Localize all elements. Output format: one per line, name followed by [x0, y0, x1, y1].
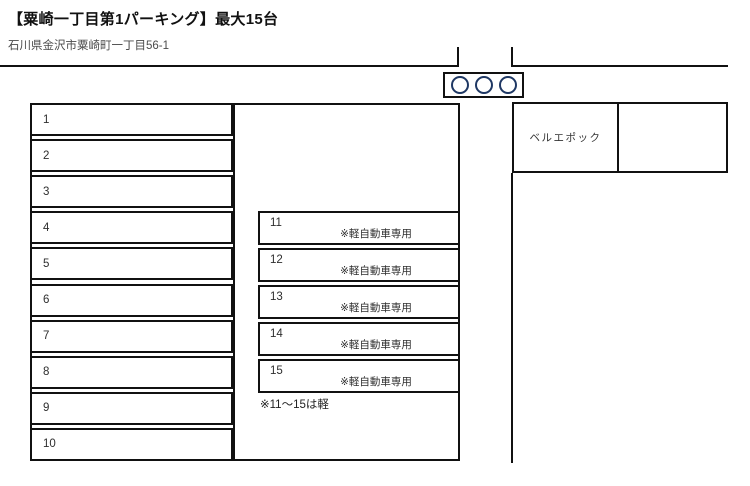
- kei-space-number: 15: [270, 365, 283, 377]
- traffic-light-lamp-icon: [498, 76, 517, 94]
- building-block: ベルエポック: [512, 102, 728, 173]
- parking-space: 7: [30, 319, 233, 353]
- parking-space: 3: [30, 175, 233, 209]
- parking-lot-container: 1 2 3 4 5 6 7 8 9 10 11 ※軽自動車専用 12 ※軽自動車…: [30, 103, 460, 461]
- kei-parking-space: 15 ※軽自動車専用: [258, 359, 460, 393]
- road-edge-top-left: [0, 65, 459, 67]
- kei-space-number: 12: [270, 254, 283, 266]
- parking-space-number: 7: [43, 330, 50, 343]
- kei-parking-space: 14 ※軽自動車専用: [258, 322, 460, 356]
- traffic-light-icon: [443, 72, 524, 98]
- kei-space-note: ※軽自動車専用: [340, 339, 412, 351]
- kei-space-number: 13: [270, 291, 283, 303]
- parking-space: 9: [30, 391, 233, 425]
- parking-space: 1: [30, 103, 233, 136]
- kei-space-number: 11: [270, 217, 282, 229]
- parking-space-number: 4: [43, 221, 50, 234]
- parking-space-number: 9: [43, 402, 50, 415]
- parking-space-number: 3: [43, 185, 50, 198]
- page-title: 【粟崎一丁目第1パーキング】最大15台: [8, 11, 279, 28]
- parking-space: 5: [30, 247, 233, 281]
- building-name-cell: ベルエポック: [514, 104, 619, 171]
- building-empty-cell: [619, 104, 726, 171]
- parking-space: 4: [30, 211, 233, 245]
- parking-space: 6: [30, 283, 233, 317]
- parking-space-number: 8: [43, 366, 50, 379]
- traffic-light-lamp-icon: [450, 76, 469, 94]
- road-edge-stub-left: [457, 47, 459, 67]
- parking-space-number: 10: [43, 438, 56, 451]
- traffic-light-lamp-icon: [474, 76, 493, 94]
- parking-space: 2: [30, 139, 233, 173]
- road-edge-stub-right: [511, 47, 513, 67]
- parking-space-number: 5: [43, 257, 50, 270]
- parking-space-number: 6: [43, 294, 50, 307]
- kei-parking-space: 13 ※軽自動車専用: [258, 285, 460, 319]
- parking-left-column: 1 2 3 4 5 6 7 8 9 10: [30, 103, 233, 461]
- kei-space-note: ※軽自動車専用: [340, 302, 412, 314]
- parking-space-number: 1: [43, 113, 50, 126]
- kei-parking-space: 11 ※軽自動車専用: [258, 211, 460, 245]
- kei-space-note: ※軽自動車専用: [340, 265, 412, 277]
- parking-space: 8: [30, 355, 233, 389]
- page-address: 石川県金沢市粟崎町一丁目56-1: [8, 40, 170, 52]
- parking-kei-column: 11 ※軽自動車専用 12 ※軽自動車専用 13 ※軽自動車専用 14 ※軽自動…: [258, 211, 460, 393]
- kei-space-note: ※軽自動車専用: [340, 376, 412, 388]
- kei-parking-space: 12 ※軽自動車専用: [258, 248, 460, 282]
- parking-aisle-divider: [233, 103, 235, 461]
- kei-note-label: ※11〜15は軽: [260, 399, 329, 411]
- road-edge-top-right: [512, 65, 728, 67]
- kei-space-note: ※軽自動車専用: [340, 228, 412, 240]
- road-edge-vertical-lower: [511, 173, 513, 463]
- kei-space-number: 14: [270, 328, 283, 340]
- parking-space: 10: [30, 427, 233, 461]
- parking-space-number: 2: [43, 149, 50, 162]
